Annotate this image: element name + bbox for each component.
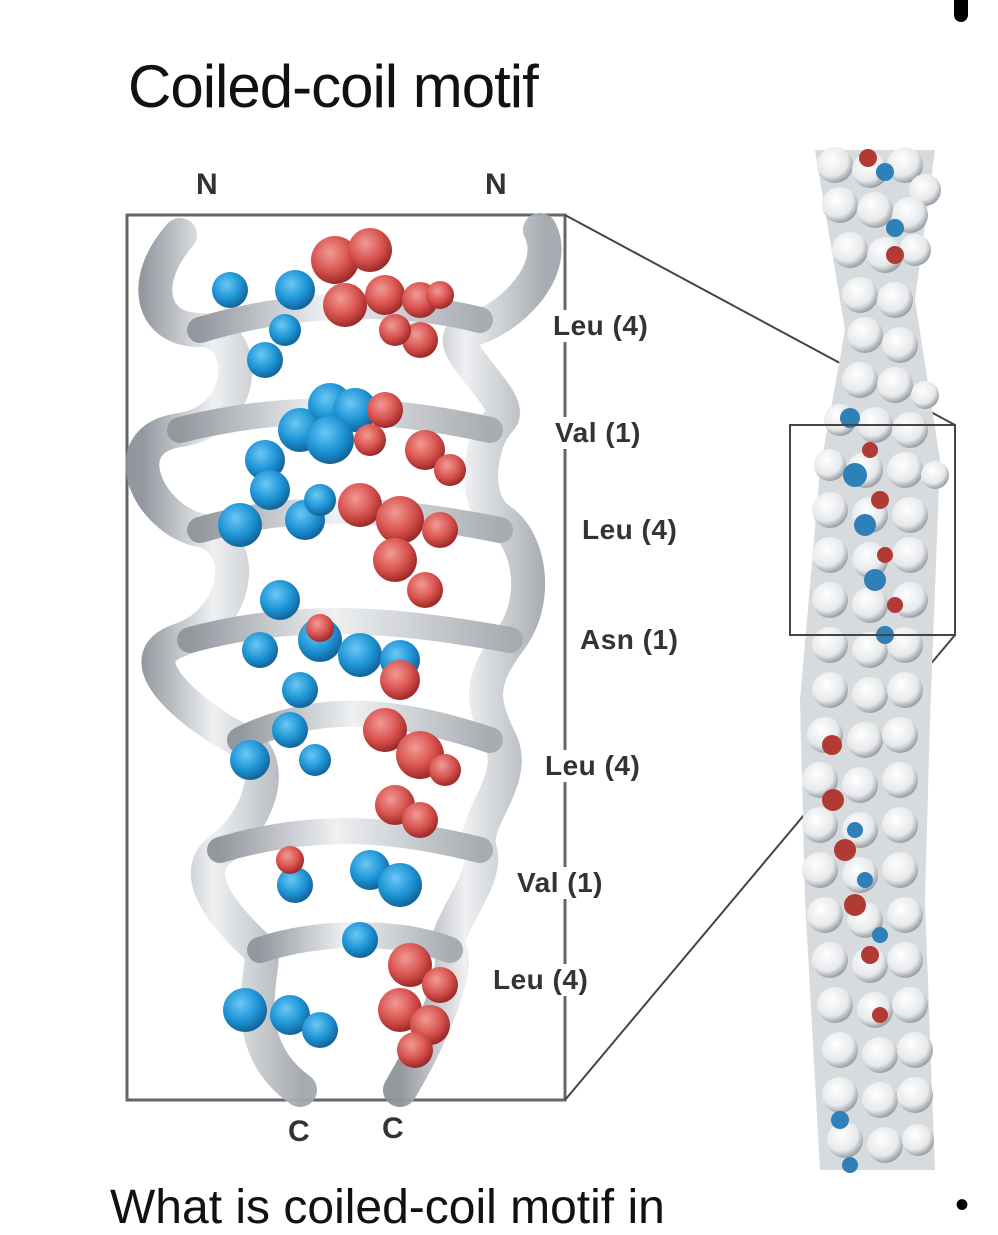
question-text: What is coiled-coil motif in [110,1181,665,1234]
n-terminus-right: N [485,168,507,201]
c-terminus-left: C [288,1115,310,1148]
fiber-inset-box [789,424,956,636]
residue-label: Leu (4) [582,514,678,545]
blue-side-chains [212,270,422,1048]
residue-label: Asn (1) [580,624,679,655]
space-filling-fiber [789,147,956,1173]
figure-title: Coiled-coil motif [128,53,539,120]
residue-label: Leu (4) [553,310,649,342]
c-terminus-right: C [382,1112,404,1145]
red-side-chains [276,228,466,1068]
coiled-coil-figure [125,147,956,1173]
cropped-text-fragment [954,0,968,22]
bullet-mark: • [955,1183,970,1227]
residue-label: Leu (4) [493,964,589,996]
residue-label: Val (1) [517,867,603,899]
residue-label: Leu (4) [545,750,641,782]
residue-label: Val (1) [555,417,641,449]
n-terminus-left: N [196,168,218,201]
